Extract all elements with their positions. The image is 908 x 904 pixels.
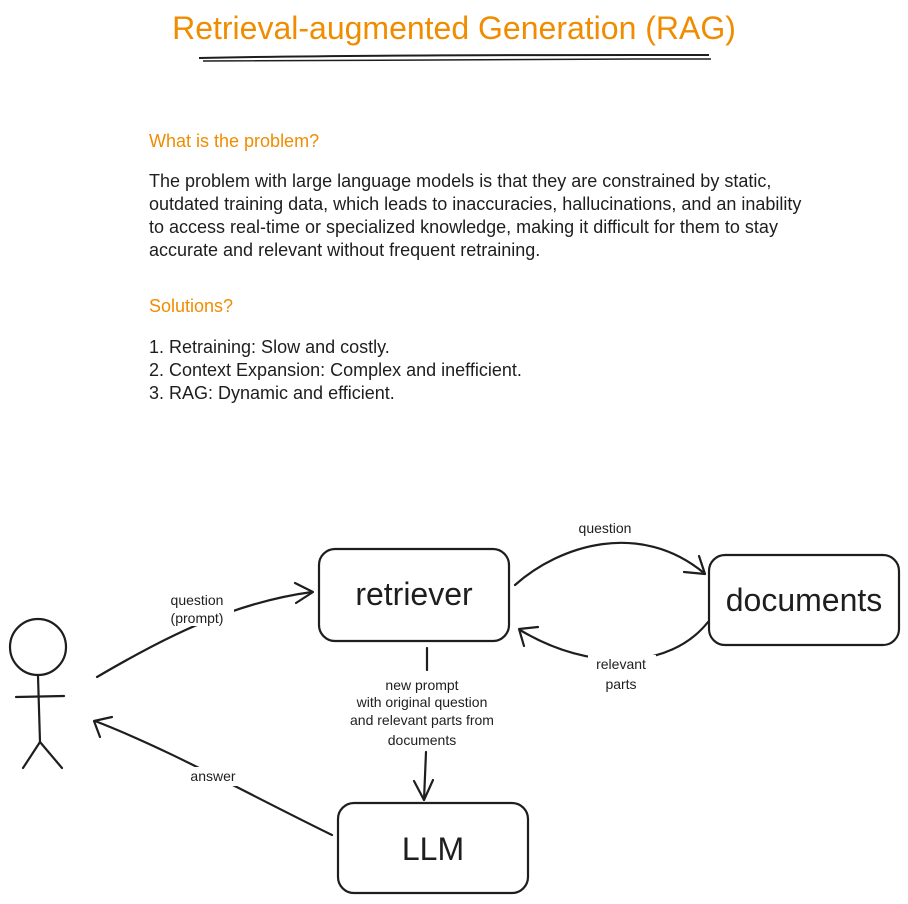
edge-label: new prompt: [385, 677, 458, 693]
edge-label: parts: [605, 676, 636, 692]
user-figure-icon: [8, 617, 68, 770]
problem-heading: What is the problem?: [149, 131, 320, 151]
llm-label: LLM: [402, 831, 464, 867]
problem-text: The problem with large language models i…: [149, 171, 802, 260]
documents-box: [707, 553, 901, 647]
edge-label: (prompt): [171, 610, 224, 626]
edge-label: answer: [190, 768, 235, 784]
retriever-to-documents-arrow: [513, 541, 707, 587]
edge-label: question: [171, 592, 224, 608]
edge-label: relevant: [596, 656, 646, 672]
edge-label: question: [579, 520, 632, 536]
retriever-box: [317, 547, 511, 643]
documents-to-retriever-arrow: [517, 620, 710, 661]
edge-label: with original question: [356, 694, 488, 710]
solution-item: 2. Context Expansion: Complex and ineffi…: [149, 360, 522, 380]
retriever-label: retriever: [355, 576, 473, 612]
title-underline: [198, 54, 712, 62]
solution-item: 3. RAG: Dynamic and efficient.: [149, 383, 395, 403]
solution-item: 1. Retraining: Slow and costly.: [149, 337, 390, 357]
documents-label: documents: [726, 582, 883, 618]
retriever-to-llm-arrow: [412, 646, 435, 802]
llm-box: [336, 801, 530, 895]
solutions-list: 1. Retraining: Slow and costly. 2. Conte…: [149, 336, 522, 405]
edge-label: documents: [388, 732, 456, 748]
solutions-heading: Solutions?: [149, 296, 234, 316]
edge-label: and relevant parts from: [350, 712, 494, 728]
page-title: Retrieval-augmented Generation (RAG): [172, 10, 736, 46]
